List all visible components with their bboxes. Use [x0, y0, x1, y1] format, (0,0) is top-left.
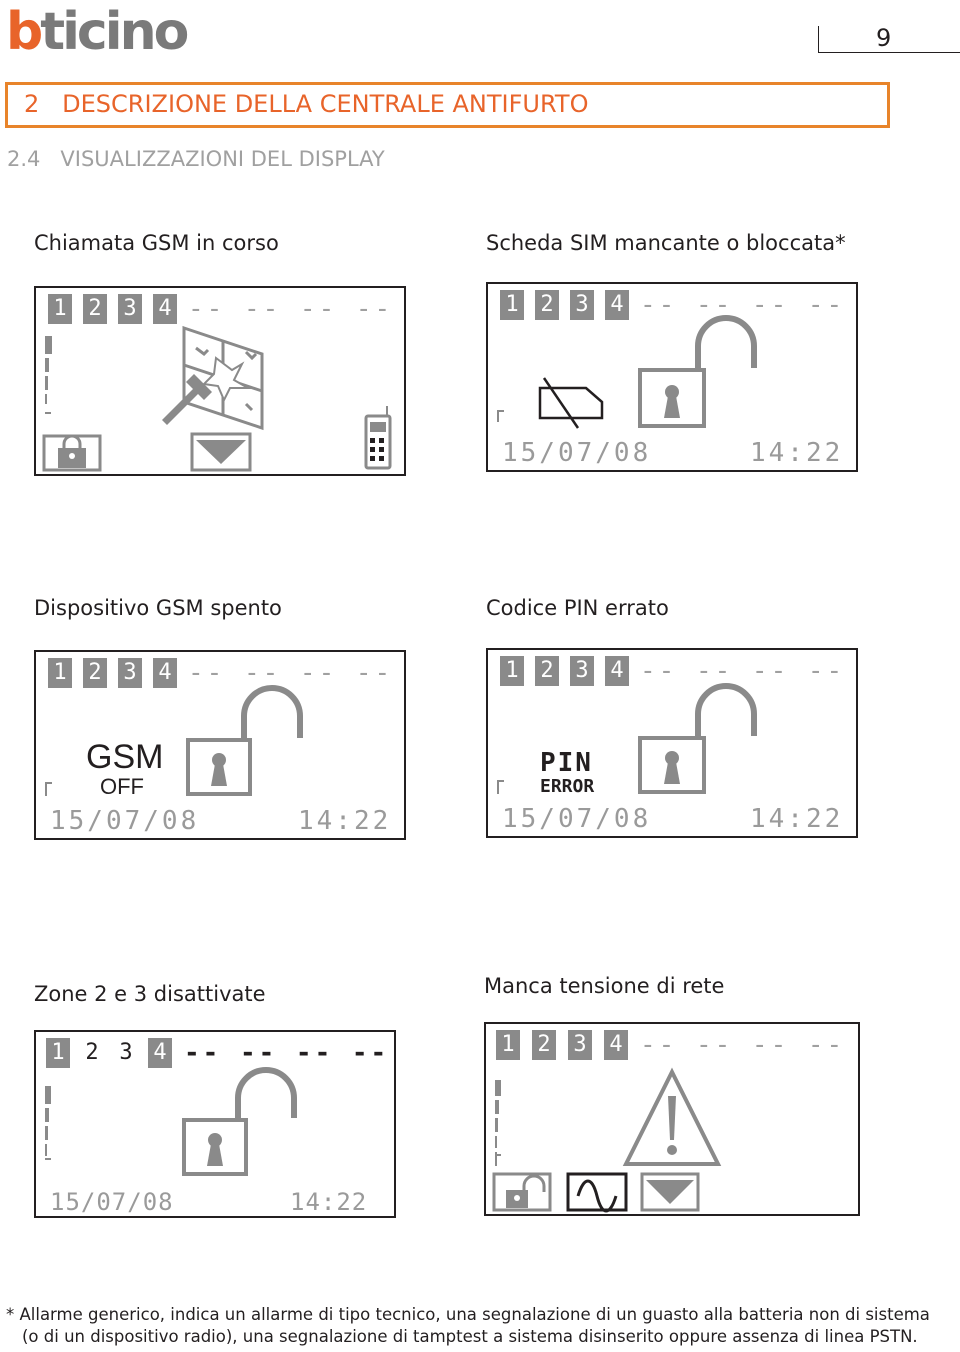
caption-sim-missing: Scheda SIM mancante o bloccata* — [486, 231, 846, 255]
gsm-status-sublabel: OFF — [100, 774, 144, 799]
phone-icon — [364, 406, 392, 470]
zone-dashes: -- -- -- -- — [184, 1038, 390, 1068]
padlock-icon — [42, 434, 102, 472]
page-number-frame — [818, 26, 960, 53]
caption-pin-error: Codice PIN errato — [486, 596, 669, 620]
signal-bars-icon — [45, 1086, 51, 1160]
hammer-icon — [162, 374, 212, 425]
display-date: 15/07/08 — [502, 804, 652, 834]
pin-error-icons — [497, 683, 757, 794]
display-date: 15/07/08 — [502, 438, 652, 468]
brand-logo-b: b — [6, 2, 43, 62]
caption-zones-disabled: Zone 2 e 3 disattivate — [34, 982, 266, 1006]
signal-bars-icon — [497, 780, 504, 794]
zone-4: 4 — [604, 1030, 628, 1060]
brand-logo-rest: ticino — [40, 2, 189, 62]
page-number: 9 — [876, 24, 892, 52]
pin-status-label: PIN — [540, 748, 593, 778]
pin-status-sublabel: ERROR — [540, 776, 595, 797]
zone-3: 3 — [118, 294, 142, 324]
section-subtitle: 2.4 VISUALIZZAZIONI DEL DISPLAY — [7, 147, 385, 171]
zone-3: 3 — [570, 290, 594, 320]
sim-card-crossed-icon — [538, 377, 604, 429]
signal-bars-icon — [497, 410, 504, 422]
zone-1: 1 — [496, 1030, 520, 1060]
zone-4: 4 — [153, 658, 177, 688]
zone-1: 1 — [48, 294, 72, 324]
mains-power-icon — [566, 1172, 628, 1213]
caption-gsm-off: Dispositivo GSM spento — [34, 596, 282, 620]
zones-disabled-icons — [45, 1067, 297, 1176]
display-time: 14:22 — [750, 804, 844, 834]
broken-window-icon — [182, 325, 264, 431]
zone-dashes: -- -- -- -- — [640, 290, 846, 320]
sim-missing-icons — [497, 315, 757, 429]
display-time: 14:22 — [290, 1188, 368, 1216]
zone-4: 4 — [153, 294, 177, 324]
gsm-status-label: GSM — [86, 738, 164, 776]
open-padlock-icon — [186, 685, 303, 796]
gsm-off-icons — [45, 685, 303, 796]
zone-2-disabled: 2 — [85, 1040, 99, 1065]
zone-dashes: -- -- -- -- — [640, 656, 846, 686]
down-arrow-icon — [190, 432, 252, 472]
gsm-call-icons — [42, 325, 392, 472]
zone-4: 4 — [605, 290, 629, 320]
display-panel-sim-missing: 1 2 3 4 -- -- -- -- 15/07/08 14:22 — [486, 282, 858, 472]
display-panel-no-mains: 1 2 3 4 -- -- -- -- — [484, 1022, 860, 1216]
zone-4: 4 — [148, 1038, 172, 1068]
zone-2: 2 — [532, 1030, 556, 1060]
zone-dashes: -- -- -- -- — [188, 658, 394, 688]
zone-dashes: -- -- -- -- — [188, 294, 394, 324]
signal-bars-icon — [45, 782, 52, 796]
display-date: 15/07/08 — [50, 1188, 174, 1216]
section-title: 2 DESCRIZIONE DELLA CENTRALE ANTIFURTO — [24, 90, 589, 118]
open-padlock-icon — [638, 683, 757, 794]
footnote-line-2: (o di un dispositivo radio), una segnala… — [22, 1327, 918, 1346]
warning-icon — [622, 1067, 722, 1166]
display-panel-pin-error: 1 2 3 4 -- -- -- -- PIN ERROR 15/07/08 1… — [486, 648, 858, 838]
zone-1: 1 — [500, 290, 524, 320]
open-padlock-icon — [182, 1067, 297, 1176]
caption-no-mains: Manca tensione di rete — [484, 974, 725, 998]
open-padlock-icon — [638, 315, 757, 428]
zone-3-disabled: 3 — [119, 1040, 133, 1065]
signal-bars-icon — [45, 336, 52, 414]
down-arrow-icon — [640, 1172, 700, 1212]
padlock-icon — [492, 1172, 552, 1212]
zone-4: 4 — [605, 656, 629, 686]
zone-2: 2 — [535, 656, 559, 686]
zone-dashes: -- -- -- -- — [640, 1030, 846, 1060]
zone-3: 3 — [568, 1030, 592, 1060]
display-panel-gsm-call: 1 2 3 4 -- -- -- -- — [34, 286, 406, 476]
zone-1: 1 — [46, 1038, 70, 1068]
zone-3: 3 — [118, 658, 142, 688]
zone-2: 2 — [535, 290, 559, 320]
zone-2: 2 — [83, 294, 107, 324]
signal-bars-icon — [495, 1080, 501, 1166]
footnote-line-1: * Allarme generico, indica un allarme di… — [6, 1305, 930, 1324]
zone-2: 2 — [83, 658, 107, 688]
brand-logo: bticino — [6, 6, 189, 58]
section-title-frame — [5, 82, 890, 128]
caption-gsm-call: Chiamata GSM in corso — [34, 231, 279, 255]
no-mains-icons — [492, 1067, 722, 1213]
display-panel-zones-disabled: 1 2 3 4 -- -- -- -- 15/07/08 14:22 — [34, 1030, 396, 1218]
display-time: 14:22 — [298, 806, 392, 836]
zone-1: 1 — [500, 656, 524, 686]
zone-3: 3 — [570, 656, 594, 686]
display-date: 15/07/08 — [50, 806, 200, 836]
display-time: 14:22 — [750, 438, 844, 468]
display-panel-gsm-off: 1 2 3 4 -- -- -- -- GSM OFF 15/07/08 14:… — [34, 650, 406, 840]
zone-1: 1 — [48, 658, 72, 688]
